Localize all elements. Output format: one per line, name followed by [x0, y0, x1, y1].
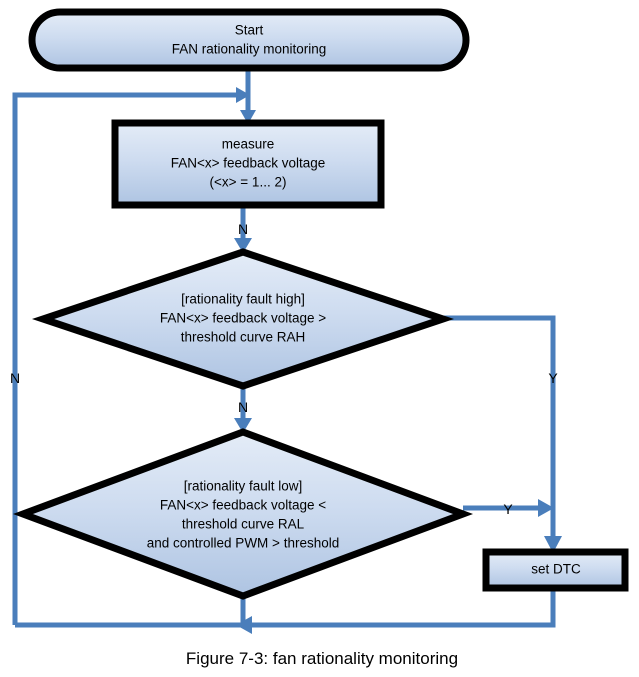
arrowhead-into-decision-high — [234, 238, 252, 253]
connector-decision-high-yes — [443, 315, 556, 545]
node-measure-shape — [111, 119, 385, 209]
node-measure-line2: FAN<x> feedback voltage — [171, 156, 326, 171]
node-start-line1: Start — [235, 23, 264, 38]
node-measure-line3: (<x> = 1... 2) — [210, 175, 287, 190]
node-decision-high-shape — [31, 248, 455, 390]
node-set-dtc-shape — [482, 548, 629, 592]
node-start-line2: FAN rationality monitoring — [172, 42, 327, 57]
node-start-shape — [28, 8, 470, 72]
node-decision-low-line3: threshold curve RAL — [182, 517, 305, 532]
arrowhead-into-set-dtc — [544, 536, 562, 553]
node-measure-line1: measure — [222, 137, 275, 152]
node-decision-low-line2: FAN<x> feedback voltage < — [160, 498, 326, 513]
node-decision-high-line2: FAN<x> feedback voltage > — [160, 311, 326, 326]
connector-loop-return — [12, 92, 238, 625]
edge-label-high-to-low: N — [238, 399, 248, 415]
arrowhead-into-measure — [240, 110, 256, 124]
node-decision-low-line4: and controlled PWM > threshold — [147, 536, 339, 551]
arrowhead-into-decision-low — [234, 418, 252, 433]
node-decision-high-line3: threshold curve RAH — [181, 330, 306, 345]
edge-label-loop-back: N — [10, 370, 20, 386]
edge-label-measure-to-high: N — [238, 221, 248, 237]
edge-label-high-yes: Y — [548, 370, 558, 386]
arrowhead-bottom-rail — [236, 616, 252, 634]
connector-set-dtc-to-rail — [252, 588, 556, 628]
node-decision-low-shape — [12, 428, 474, 600]
arrowhead-decision-low-yes — [538, 499, 554, 517]
figure-caption: Figure 7-3: fan rationality monitoring — [186, 649, 458, 668]
edge-label-low-yes: Y — [503, 501, 513, 517]
node-set-dtc-label: set DTC — [531, 562, 581, 577]
node-decision-high-line1: [rationality fault high] — [181, 292, 305, 307]
arrowhead-loop-return — [236, 87, 250, 103]
node-decision-low-line1: [rationality fault low] — [184, 479, 303, 494]
